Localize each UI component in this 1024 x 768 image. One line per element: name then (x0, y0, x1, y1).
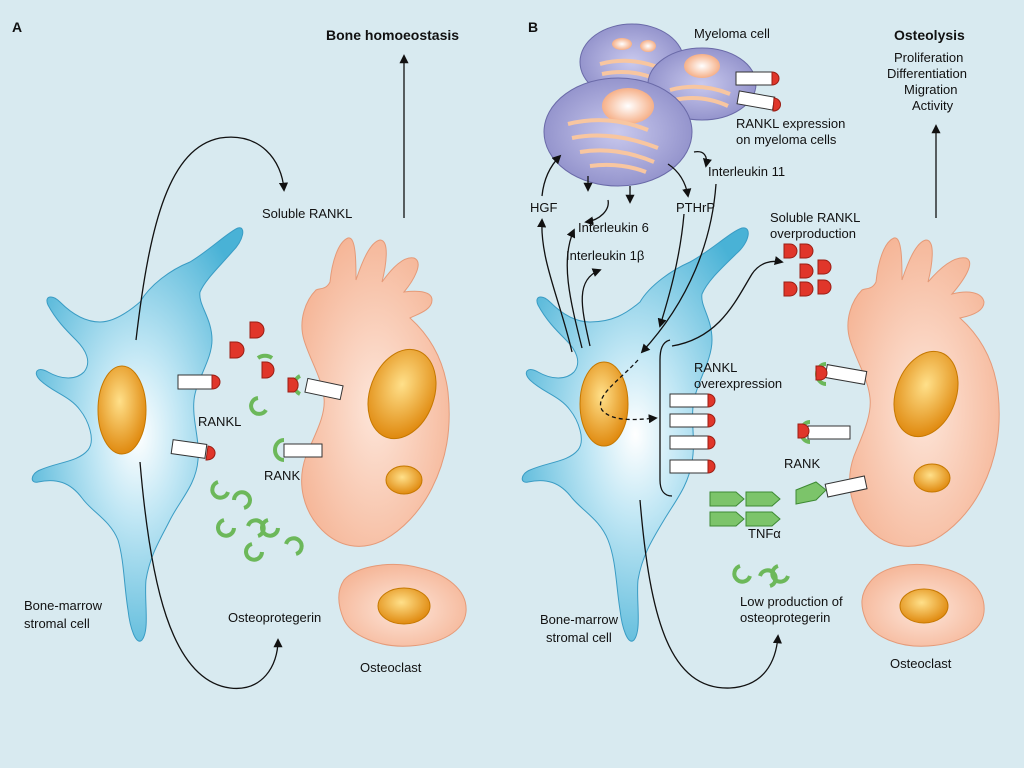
myeloma-rankl-1 (735, 71, 780, 86)
opg-bound-rankl-a (256, 353, 275, 379)
rank-tnf-bound-b (795, 475, 868, 505)
label-rankl-expr-2: on myeloma cells (736, 132, 837, 147)
osteoclast-nucleus-b2 (913, 463, 951, 493)
label-soluble-over-1: Soluble RANKL (770, 210, 860, 225)
arrow-il11-to-cell (640, 183, 717, 354)
arrow-il1b (581, 268, 602, 347)
label-rankl-over-1: RANKL (694, 360, 737, 375)
label-rankl-over-2: overexpression (694, 376, 782, 391)
arrow-opg-a (139, 461, 283, 689)
osteoclast-small-nucleus-a (377, 587, 431, 625)
label-stromal-a-1: Bone-marrow (24, 598, 103, 613)
label-tnf: TNFα (748, 526, 781, 541)
arrow-pthrp (667, 163, 692, 198)
arrow-opg-b (639, 499, 782, 689)
rankl-bracket (659, 339, 673, 497)
arrow-myeloma-to-hgf (541, 154, 562, 197)
label-stromal-a-2: stromal cell (24, 616, 90, 631)
rankl-receptor-a1 (177, 374, 221, 390)
rank-receptor-a2 (273, 438, 323, 462)
outcome-2: Migration (904, 82, 957, 97)
arrow-pthrp-to-cell (657, 213, 685, 328)
stromal-nucleus-b (579, 361, 629, 447)
label-rankl-expr-1: RANKL expression (736, 116, 845, 131)
arrow-soluble-rankl-a (135, 136, 289, 341)
arrow-il6-back (584, 199, 609, 226)
label-opg-a: Osteoprotegerin (228, 610, 321, 625)
soluble-rankl-a1 (249, 321, 265, 339)
label-myeloma-cell: Myeloma cell (694, 26, 770, 41)
label-stromal-b-1: Bone-marrow (540, 612, 619, 627)
opg-molecules-b (732, 564, 790, 588)
outcome-1: Differentiation (887, 66, 967, 81)
label-rankl-a: RANKL (198, 414, 241, 429)
label-soluble-over-2: overproduction (770, 226, 856, 241)
label-stromal-b-2: stromal cell (546, 630, 612, 645)
rank-receptor-b2 (797, 420, 851, 444)
panel-a-title: Bone homoeostasis (326, 27, 459, 43)
rank-receptor-a1 (287, 374, 344, 401)
osteoclast-small-nucleus-b (899, 588, 949, 624)
stromal-nucleus-a (97, 365, 147, 455)
label-osteoclast-b: Osteoclast (890, 656, 952, 671)
label-low-opg-2: osteoprotegerin (740, 610, 830, 625)
soluble-rankl-a2 (229, 341, 245, 359)
soluble-rankl-overproduction (783, 243, 832, 297)
arrow-soluble-rankl-b (671, 256, 784, 347)
tnf-molecules (709, 491, 781, 527)
stromal-cell-b (521, 227, 749, 642)
label-rank-b: RANK (784, 456, 820, 471)
arrow-hgf (537, 218, 573, 353)
osteoclast-nucleus-b1 (893, 350, 959, 438)
rankl-receptor-a2 (170, 439, 216, 461)
label-pthrp: PTHrP (676, 200, 715, 215)
label-il6: Interleukin 6 (578, 220, 649, 235)
label-il11: Interleukin 11 (708, 164, 785, 179)
panel-b-letter: B (528, 19, 538, 35)
arrow-nucleus-to-rankl (599, 359, 658, 424)
label-low-opg-1: Low production of (740, 594, 843, 609)
myeloma-cell-3 (543, 77, 693, 187)
rank-receptor-b1 (815, 362, 868, 386)
label-il1b: Interleukin 1β (566, 248, 644, 263)
arrow-il11 (693, 150, 712, 168)
label-osteoclast-a: Osteoclast (360, 660, 422, 675)
rankl-overexpression-group (669, 393, 716, 474)
label-hgf: HGF (530, 200, 558, 215)
outcome-0: Proliferation (894, 50, 963, 65)
panel-a-letter: A (12, 19, 22, 35)
panel-b-title: Osteolysis (894, 27, 965, 43)
osteoclast-nucleus-a2 (385, 465, 423, 495)
arrow-il6-up (566, 228, 583, 349)
osteoclast-nucleus-a1 (367, 348, 437, 440)
myeloma-rankl-2 (736, 90, 781, 112)
outcome-3: Activity (912, 98, 954, 113)
label-rank-a: RANK (264, 468, 300, 483)
opg-molecules-a (210, 396, 304, 562)
label-soluble-rankl-a: Soluble RANKL (262, 206, 352, 221)
